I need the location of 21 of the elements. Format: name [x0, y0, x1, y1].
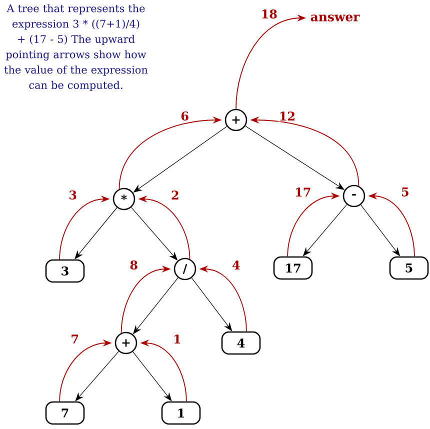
edge-label: 18: [260, 8, 278, 20]
number-box: 4: [221, 331, 261, 355]
edge-label: 2: [170, 190, 180, 200]
tree-arrow: [75, 351, 119, 402]
edge-label: 8: [128, 260, 139, 271]
number-box: 17: [273, 256, 313, 280]
edge-label: 5: [400, 186, 410, 198]
edge-label: 3: [68, 190, 78, 201]
edge-label: 12: [278, 110, 296, 122]
number-box: 7: [45, 401, 85, 425]
edge-label: 17: [294, 186, 312, 198]
number-box: 3: [45, 259, 85, 283]
number-box: 1: [161, 401, 201, 425]
result-label: answer: [310, 14, 360, 22]
caption: A tree that represents the expression 3 * ((7+1)/4) + (17 - 5) The upward pointing arrows show how the value of the expression can be computed.: [4, 4, 148, 92]
edge-label: 6: [180, 110, 190, 122]
edge-label: 7: [70, 334, 80, 344]
number-box: 5: [389, 256, 429, 280]
tree-arrow: [74, 207, 118, 260]
edge-label: 1: [172, 334, 182, 344]
edge-label: 4: [231, 260, 242, 270]
